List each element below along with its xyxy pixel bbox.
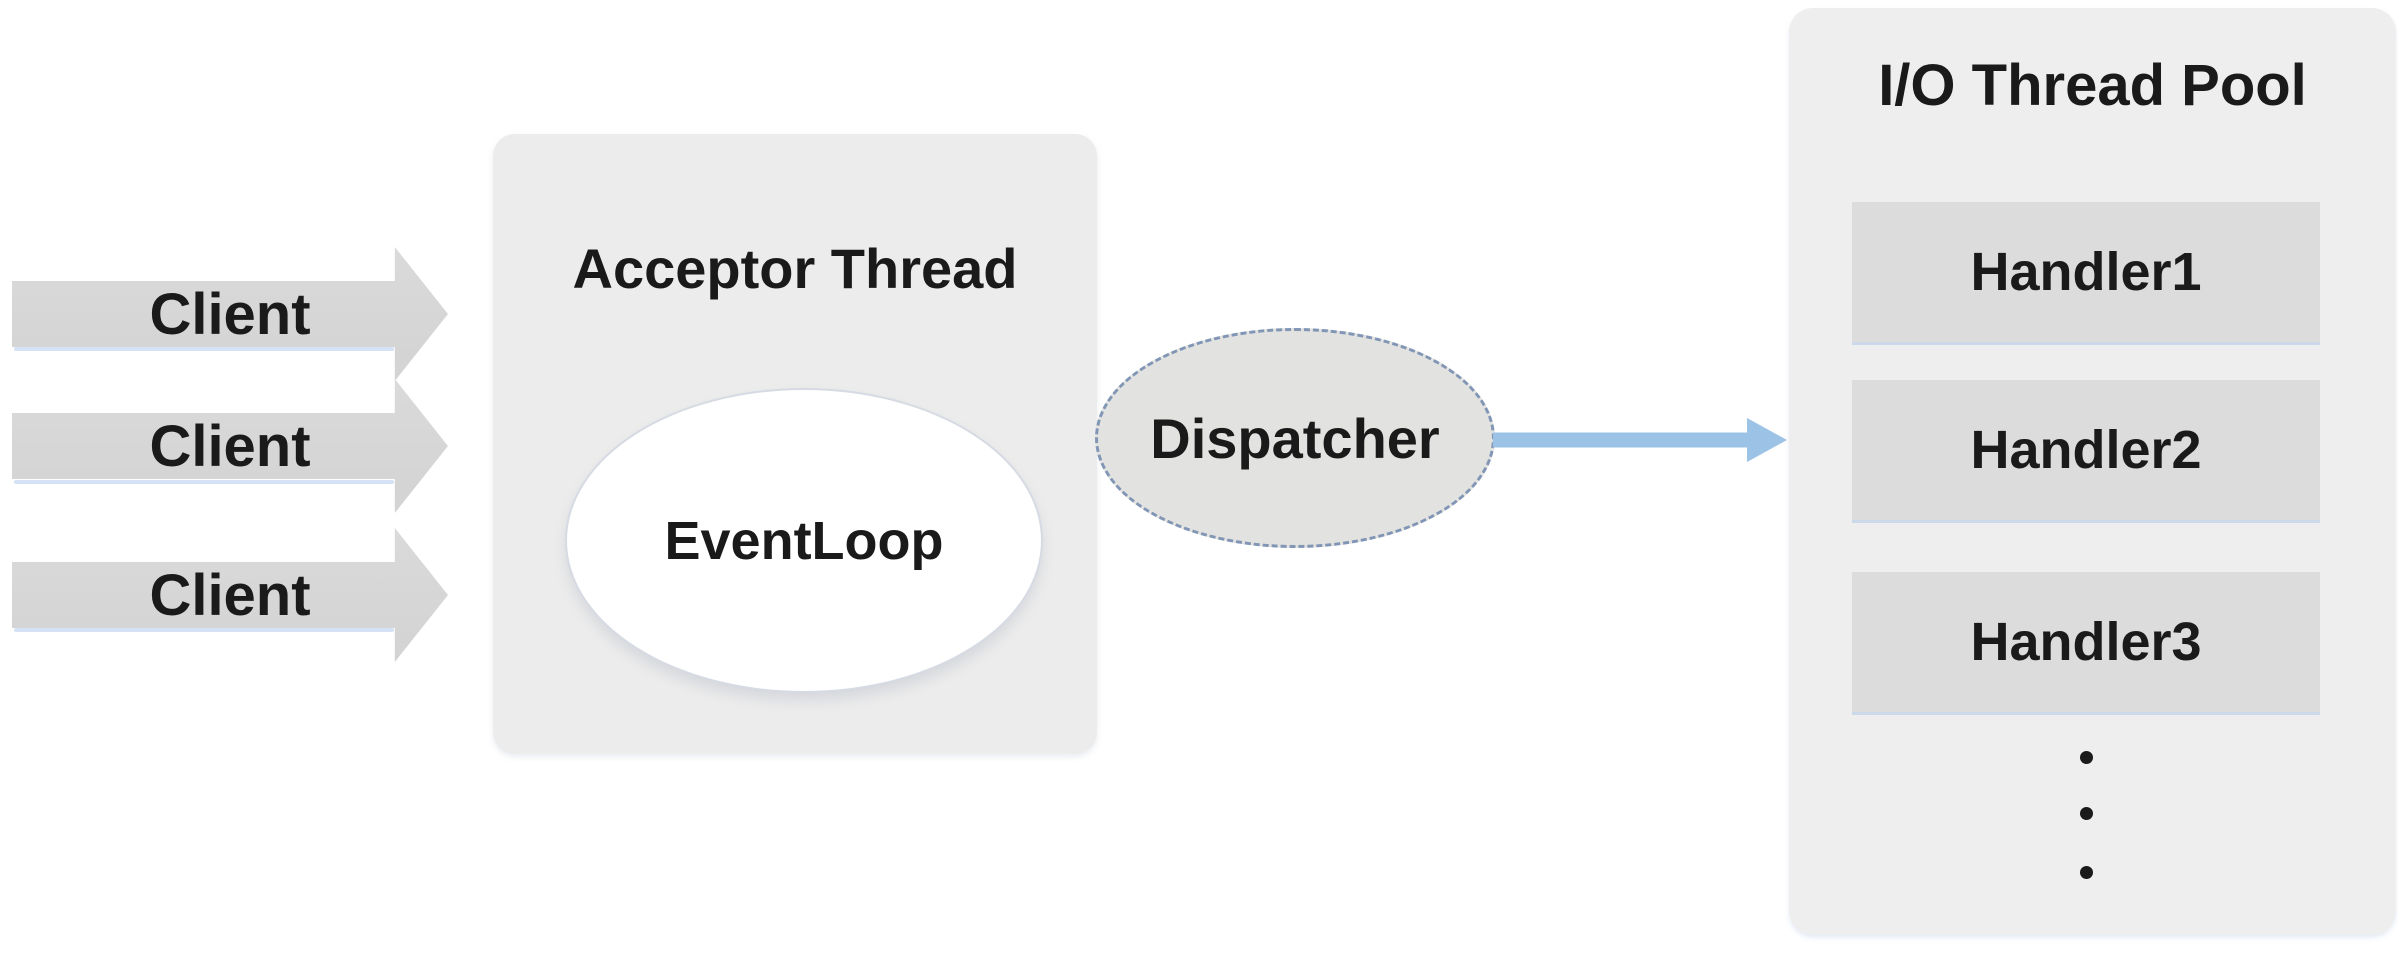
client-arrow-shadow — [14, 480, 394, 484]
handler-label: Handler2 — [1970, 420, 2202, 480]
handler-box: Handler3 — [1852, 572, 2320, 712]
client-arrow: Client — [12, 379, 448, 513]
handler-box: Handler2 — [1852, 380, 2320, 520]
handler-label: Handler3 — [1970, 612, 2202, 672]
ellipsis-dot — [2080, 807, 2093, 820]
acceptor-thread-title: Acceptor Thread — [572, 237, 1018, 300]
dispatcher-label: Dispatcher — [1150, 406, 1440, 470]
ellipsis-dot — [2080, 866, 2093, 879]
client-label: Client — [149, 413, 311, 479]
dispatcher-to-pool-arrow — [1493, 418, 1787, 462]
client-label: Client — [149, 281, 311, 347]
eventloop-ellipse: EventLoop — [565, 388, 1043, 693]
eventloop-label: EventLoop — [664, 510, 944, 571]
client-label: Client — [149, 562, 311, 628]
io-thread-pool-title: I/O Thread Pool — [1878, 53, 2307, 118]
ellipsis-dot — [2080, 751, 2093, 764]
client-arrow-shadow — [14, 628, 394, 632]
client-arrow: Client — [12, 528, 448, 662]
client-arrow: Client — [12, 247, 448, 381]
handler-box: Handler1 — [1852, 202, 2320, 342]
client-arrow-shadow — [14, 347, 394, 351]
dispatcher-ellipse: Dispatcher — [1095, 328, 1495, 548]
io-thread-pool-panel: I/O Thread Pool Handler1 Handler2 Handle… — [1789, 8, 2396, 935]
handler-label: Handler1 — [1970, 242, 2202, 302]
